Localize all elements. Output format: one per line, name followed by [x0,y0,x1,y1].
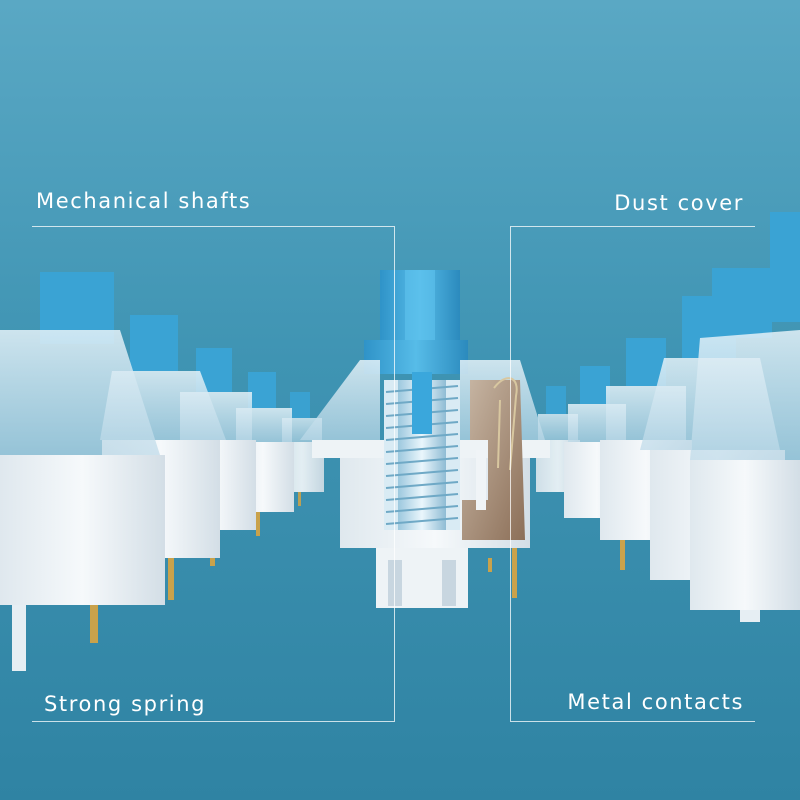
label-strong-spring: Strong spring [44,692,207,716]
switch-right-near [690,212,800,622]
spring [384,372,460,530]
switch-left-near [0,272,165,671]
label-mechanical-shafts: Mechanical shafts [36,189,252,213]
label-dust-cover: Dust cover [614,191,744,215]
left-switch-row [0,272,324,671]
center-switch-cutaway [300,270,550,608]
label-metal-contacts: Metal contacts [567,690,744,714]
metal-contacts [462,377,525,540]
right-switch-row [536,212,800,622]
